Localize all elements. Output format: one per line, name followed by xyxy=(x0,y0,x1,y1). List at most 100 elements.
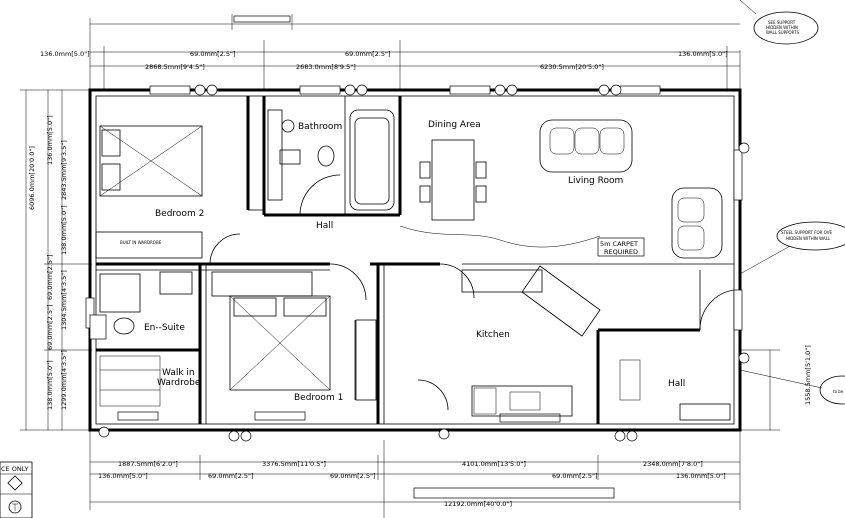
chair-2 xyxy=(419,185,431,203)
dim-bottom-wall-2: 69.0mm[2.5"] xyxy=(330,472,376,480)
toilet xyxy=(317,145,335,167)
dim-left-1299: 1299.0mm[4'3.5"] xyxy=(60,350,68,410)
right-dimension: 1558.5mm[5'1.0"] xyxy=(740,345,812,431)
dim-left-1304: 1304.5mm[4'3.5"] xyxy=(60,270,68,330)
built-in-wardrobe xyxy=(95,231,203,259)
hall-store xyxy=(619,359,641,401)
bathroom: Bathroom xyxy=(267,109,395,211)
dim-top-left-offset: 136.0mm[5.0"] xyxy=(40,50,90,58)
dim-top-seg-3: 6230.5mm[20'5.0"] xyxy=(540,63,604,71)
carpet-note-1: 5m CARPET xyxy=(600,240,638,248)
to-be-note: to be xyxy=(833,389,844,394)
smoke-symbol-1 xyxy=(194,84,206,96)
basin xyxy=(279,149,301,165)
dining-table xyxy=(431,139,475,221)
dim-top-left-wall: 69.0mm[2.5"] xyxy=(190,50,236,58)
callouts: SEE SUPPORT HIDDEN WITHIN WALL SUPPORTS … xyxy=(739,0,845,405)
pillow-4 xyxy=(283,297,327,317)
diamond-icon xyxy=(7,475,23,491)
cooktop xyxy=(473,387,497,415)
kitchen-counter-top xyxy=(461,269,543,293)
windows xyxy=(85,85,743,423)
tel-symbol-1 xyxy=(206,84,218,96)
carpet-note-2: REQUIRED xyxy=(604,248,638,256)
support-note-2: HIDDEN WITHIN xyxy=(766,25,798,30)
bathroom-label: Bathroom xyxy=(298,122,342,132)
smoke-symbol-2 xyxy=(344,84,356,96)
pillow-3 xyxy=(233,297,277,317)
support-note-1: SEE SUPPORT xyxy=(768,20,796,25)
support-note-3: WALL SUPPORTS xyxy=(766,30,800,35)
smoke-symbol-4 xyxy=(598,84,610,96)
tel-symbol-6 xyxy=(626,430,638,442)
ensuite-window xyxy=(89,314,107,340)
bottom-dimension-lines: 1887.5mm[6'2.0"] 3376.5mm[11'0.5"] 4101.… xyxy=(89,430,741,518)
pillow-2 xyxy=(101,163,121,191)
dining-area: Dining Area xyxy=(399,120,601,248)
top-dimension-lines: 136.0mm[5.0"] 69.0mm[2.5"] 69.0mm[2.5"] … xyxy=(40,14,741,90)
tel-symbol-8 xyxy=(738,352,750,364)
bedroom-2-label: Bedroom 2 xyxy=(155,209,204,219)
hall-2-label: Hall xyxy=(668,379,685,389)
left-dimension-lines: 6096.0mm[20'0.0"] 136.0mm[5.0"] 138.0mm[… xyxy=(20,89,92,431)
walk-in-wardrobe: Walk in Wardrobe xyxy=(99,355,201,407)
steel-support-note: STEEL SUPPORT FOR OVE xyxy=(781,230,832,235)
ensuite-toilet xyxy=(113,317,135,335)
tel-symbol-5 xyxy=(240,430,252,442)
dim-left-138-b: 138.0mm[5.0"] xyxy=(46,360,54,410)
living-label: Living Room xyxy=(568,176,623,186)
pillow-1 xyxy=(101,129,121,157)
shower xyxy=(267,109,283,201)
dim-top-mid-wall: 69.0mm[2.5"] xyxy=(345,50,391,58)
dim-top-seg-1: 2868.5mm[9'4.5"] xyxy=(145,63,205,71)
tel-symbol-2 xyxy=(356,84,368,96)
dim-bottom-seg-1: 1887.5mm[6'2.0"] xyxy=(118,460,178,468)
bedroom-2: BUILT IN WARDROBE Bedroom 2 xyxy=(95,125,241,265)
T-icon xyxy=(8,500,22,514)
sofa-3-seat xyxy=(539,119,633,173)
dim-right-1558: 1558.5mm[5'1.0"] xyxy=(804,345,812,405)
dim-bottom-right-offset: 136.0mm[5.0"] xyxy=(676,472,726,480)
chair-1 xyxy=(419,161,431,179)
kitchen-label: Kitchen xyxy=(476,330,510,340)
dim-bottom-seg-4: 2348.0mm[7'8.0"] xyxy=(643,460,703,468)
built-in-wardrobe-label: BUILT IN WARDROBE xyxy=(120,240,162,245)
dim-bottom-seg-2: 3376.5mm[11'0.5"] xyxy=(262,460,326,468)
bedroom-1-label: Bedroom 1 xyxy=(294,393,343,403)
bed-double xyxy=(99,125,203,197)
dim-left-69-a: 69.0mm[2.5"] xyxy=(46,254,54,300)
ensuite-label: En--Suite xyxy=(144,323,185,333)
sofa-2-seat xyxy=(671,187,723,259)
bedroom-1-wardrobe xyxy=(211,271,313,297)
legend: CE ONLY xyxy=(0,461,33,518)
ensuite: En--Suite xyxy=(89,271,193,340)
interior-walls xyxy=(96,96,734,424)
smoke-symbol-6 xyxy=(614,430,626,442)
living-room: Living Room 5m CARPET REQUIRED xyxy=(539,119,723,259)
support-callout xyxy=(753,11,819,45)
chair-3 xyxy=(475,161,487,179)
sink xyxy=(509,391,541,411)
tel-symbol-10 xyxy=(438,428,450,440)
hall-lower: Hall xyxy=(619,289,735,421)
kitchen-tall-units xyxy=(355,319,377,401)
dim-top-seg-2: 2683.0mm[8'9.5"] xyxy=(296,63,356,71)
walkin-label-2: Wardrobe xyxy=(157,378,201,388)
dim-left-136: 136.0mm[5.0"] xyxy=(46,115,54,165)
bedroom-1: Bedroom 1 xyxy=(211,271,343,403)
bathtub xyxy=(349,109,395,211)
dim-bottom-seg-3: 4101.0mm[13'5.0"] xyxy=(462,460,526,468)
tel-symbol-4 xyxy=(610,84,622,96)
steel-support-callout xyxy=(776,221,845,251)
chair-4 xyxy=(475,185,487,203)
smoke-symbol-5 xyxy=(228,430,240,442)
dim-left-138: 138.0mm[5.0"] xyxy=(60,205,68,255)
dining-label: Dining Area xyxy=(428,120,481,130)
dim-bottom-left-offset: 136.0mm[5.0"] xyxy=(98,472,148,480)
ensuite-basin xyxy=(159,271,193,295)
outer-walls xyxy=(88,88,742,432)
dim-bottom-wall-1: 69.0mm[2.5"] xyxy=(208,472,254,480)
tel-symbol-9 xyxy=(98,426,110,438)
tel-symbol-7 xyxy=(738,142,750,154)
